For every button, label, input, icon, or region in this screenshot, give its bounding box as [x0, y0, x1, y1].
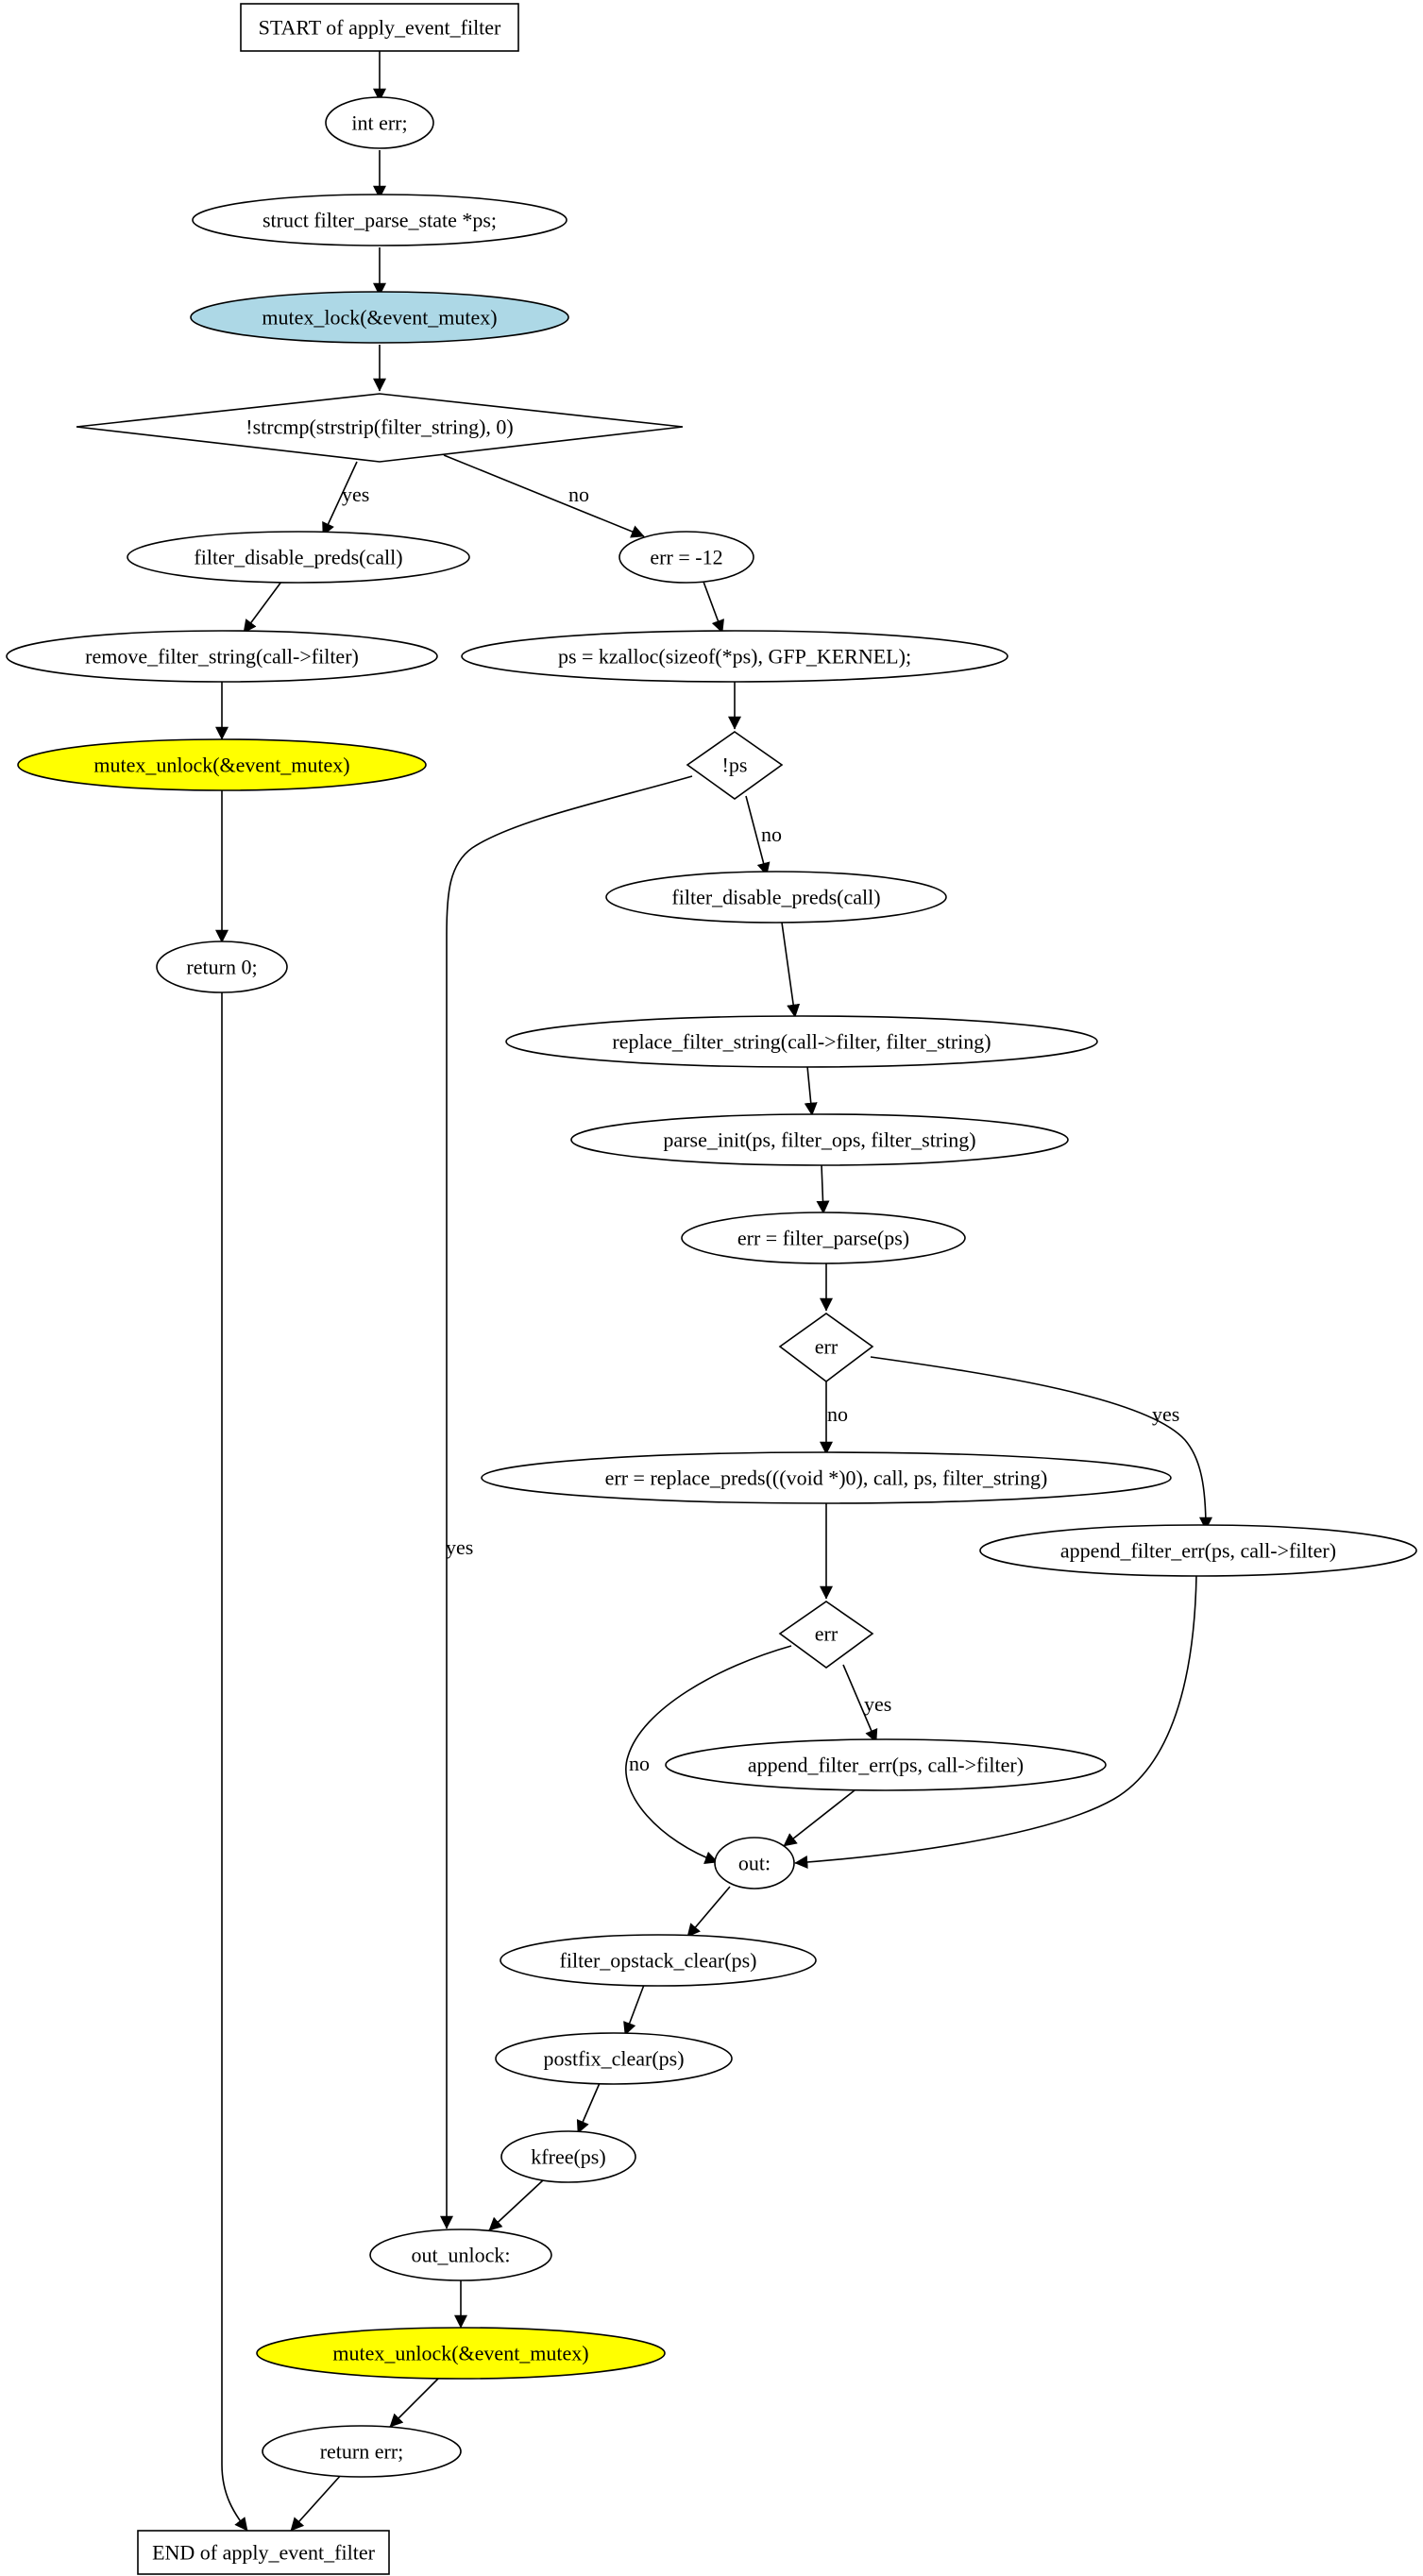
node-kfree: kfree(ps) [500, 2130, 636, 2183]
node-cond-err-1: err [778, 1313, 874, 1383]
node-end: END of apply_event_filter [137, 2530, 390, 2575]
edges [215, 51, 1212, 2532]
node-append-filter-err-1: append_filter_err(ps, call->filter) [979, 1524, 1417, 1577]
svg-text:out:: out: [738, 1852, 771, 1875]
edge-label-not-ps-yes: yes [446, 1535, 473, 1559]
edge-label-strcmp-no: no [568, 483, 589, 506]
svg-text:return err;: return err; [320, 2440, 404, 2464]
svg-text:!ps: !ps [722, 754, 748, 777]
edge-label-not-ps-no: no [761, 822, 782, 846]
node-mutex-unlock-left: mutex_unlock(&event_mutex) [17, 738, 427, 791]
node-disable-preds-right: filter_disable_preds(call) [605, 871, 947, 924]
svg-text:mutex_lock(&event_mutex): mutex_lock(&event_mutex) [262, 306, 497, 330]
edge-err2-yes [842, 1664, 878, 1743]
nodes: START of apply_event_filter int err; str… [6, 3, 1417, 2575]
edge-label-err1-yes: yes [1152, 1402, 1179, 1426]
edge-err1-yes [870, 1356, 1212, 1531]
node-disable-preds-left: filter_disable_preds(call) [127, 531, 470, 584]
edge-return0-to-end [221, 991, 248, 2532]
svg-text:mutex_unlock(&event_mutex): mutex_unlock(&event_mutex) [332, 2342, 588, 2365]
edge-not-ps-no [745, 795, 771, 876]
edge-out-to-opstack [686, 1886, 731, 1938]
node-ps-kzalloc: ps = kzalloc(sizeof(*ps), GFP_KERNEL); [461, 630, 1008, 683]
edge-not-ps-yes [440, 775, 693, 2229]
svg-text:err = -12: err = -12 [650, 546, 722, 569]
node-cond-err-2: err [778, 1601, 874, 1669]
edge-return-err-to-end [290, 2473, 343, 2532]
node-mutex-unlock-bottom: mutex_unlock(&event_mutex) [256, 2327, 666, 2380]
node-append-filter-err-2: append_filter_err(ps, call->filter) [665, 1738, 1107, 1791]
edge-disable-left-to-remove [243, 581, 282, 634]
edge-disable-right-to-replace-string [781, 922, 801, 1018]
svg-text:err = replace_preds(((void *)0: err = replace_preds(((void *)0), call, p… [605, 1466, 1048, 1490]
node-postfix-clear: postfix_clear(ps) [495, 2032, 733, 2085]
edge-append1-to-out [794, 1574, 1197, 1869]
svg-text:parse_init(ps, filter_ops, fil: parse_init(ps, filter_ops, filter_string… [663, 1128, 975, 1152]
edge-parse-init-to-filter-parse [816, 1163, 830, 1214]
svg-text:START of apply_event_filter: START of apply_event_filter [259, 16, 501, 40]
svg-text:ps = kzalloc(sizeof(*ps), GFP_: ps = kzalloc(sizeof(*ps), GFP_KERNEL); [558, 645, 911, 669]
node-err-replace-preds: err = replace_preds(((void *)0), call, p… [481, 1451, 1172, 1504]
svg-text:append_filter_err(ps, call->fi: append_filter_err(ps, call->filter) [748, 1754, 1024, 1777]
edge-strcmp-no [443, 454, 645, 538]
node-mutex-lock: mutex_lock(&event_mutex) [190, 291, 569, 344]
node-remove-filter-string: remove_filter_string(call->filter) [6, 630, 438, 683]
edge-strcmp-yes [322, 461, 358, 536]
svg-text:struct filter_parse_state *ps;: struct filter_parse_state *ps; [263, 209, 497, 232]
edge-kfree-to-out-unlock [488, 2179, 544, 2231]
svg-text:END of apply_event_filter: END of apply_event_filter [152, 2541, 375, 2565]
svg-text:remove_filter_string(call->fil: remove_filter_string(call->filter) [85, 645, 359, 669]
svg-text:err: err [815, 1622, 839, 1646]
node-opstack-clear: filter_opstack_clear(ps) [500, 1934, 817, 1987]
node-out-unlock: out_unlock: [369, 2229, 552, 2281]
svg-text:err: err [815, 1335, 839, 1359]
node-struct-ps: struct filter_parse_state *ps; [192, 194, 568, 246]
node-start: START of apply_event_filter [240, 3, 519, 52]
node-cond-strcmp: !strcmp(strstrip(filter_string), 0) [76, 393, 684, 463]
edge-postfix-to-kfree [576, 2082, 601, 2134]
edge-replace-string-to-parse-init [804, 1065, 818, 1116]
svg-text:filter_disable_preds(call): filter_disable_preds(call) [194, 546, 402, 569]
node-parse-init: parse_init(ps, filter_ops, filter_string… [570, 1113, 1069, 1166]
node-err-enomem: err = -12 [618, 531, 754, 584]
edge-enomem-to-kzalloc [703, 581, 724, 634]
node-out: out: [714, 1837, 795, 1890]
svg-text:kfree(ps): kfree(ps) [531, 2145, 605, 2169]
edge-label-err2-no: no [629, 1752, 650, 1775]
svg-text:err = filter_parse(ps): err = filter_parse(ps) [737, 1227, 909, 1250]
svg-text:filter_opstack_clear(ps): filter_opstack_clear(ps) [560, 1949, 757, 1973]
edge-unlock-bottom-to-return-err [389, 2377, 440, 2428]
svg-text:append_filter_err(ps, call->fi: append_filter_err(ps, call->filter) [1060, 1539, 1336, 1563]
edge-opstack-to-postfix [623, 1984, 645, 2036]
svg-text:mutex_unlock(&event_mutex): mutex_unlock(&event_mutex) [93, 754, 349, 777]
edge-append2-to-out [783, 1789, 855, 1847]
svg-text:out_unlock:: out_unlock: [411, 2244, 510, 2267]
edge-label-err1-no: no [827, 1402, 848, 1426]
node-err-filter-parse: err = filter_parse(ps) [681, 1212, 966, 1264]
node-replace-filter-string: replace_filter_string(call->filter, filt… [505, 1015, 1098, 1068]
svg-text:return 0;: return 0; [186, 956, 257, 979]
edge-labels: yes no no yes no yes yes no [342, 483, 1179, 1775]
svg-text:int err;: int err; [351, 111, 407, 135]
node-return-0: return 0; [156, 941, 288, 993]
svg-text:filter_disable_preds(call): filter_disable_preds(call) [671, 886, 880, 909]
edge-err2-no [625, 1645, 792, 1864]
node-cond-not-ps: !ps [686, 731, 784, 800]
svg-text:replace_filter_string(call->fi: replace_filter_string(call->filter, filt… [612, 1030, 991, 1054]
svg-text:postfix_clear(ps): postfix_clear(ps) [543, 2047, 684, 2071]
node-int-err: int err; [325, 96, 434, 149]
node-return-err: return err; [262, 2425, 462, 2478]
svg-text:!strcmp(strstrip(filter_string: !strcmp(strstrip(filter_string), 0) [246, 415, 514, 439]
edge-label-err2-yes: yes [864, 1692, 891, 1716]
edge-label-strcmp-yes: yes [342, 483, 369, 506]
